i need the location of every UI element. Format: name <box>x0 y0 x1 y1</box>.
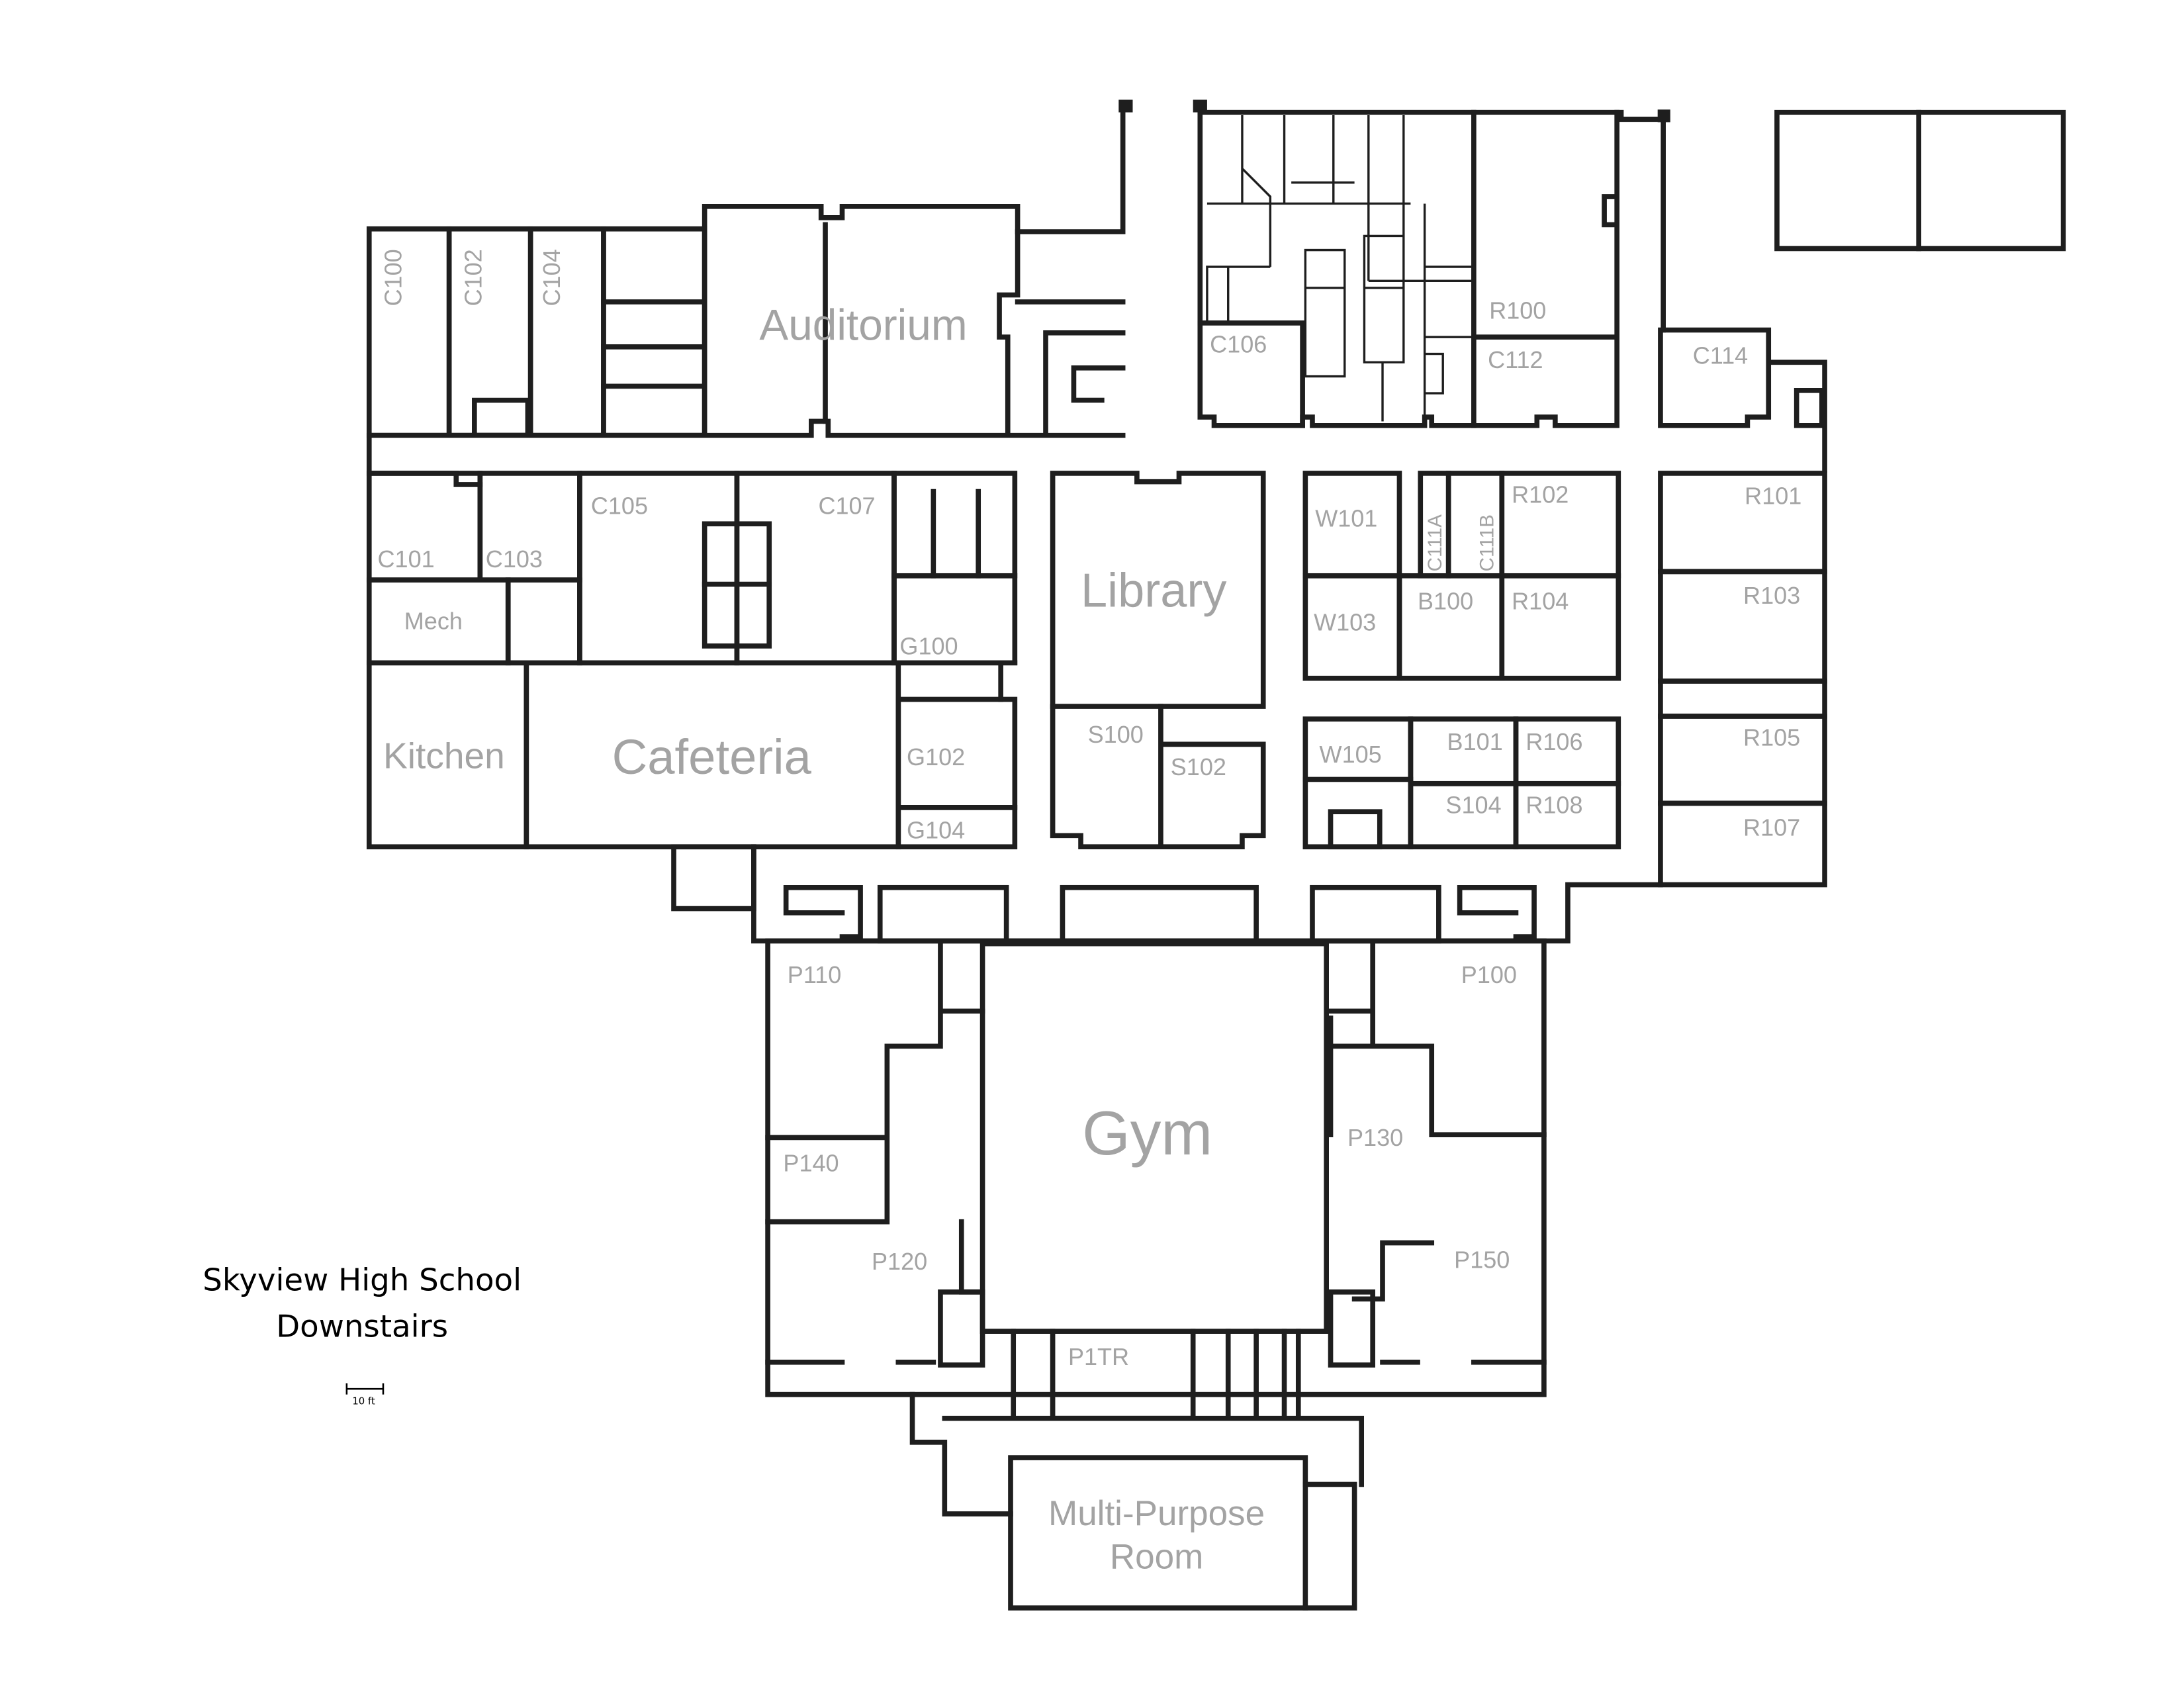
room-labels: C100 C102 C104 Auditorium C106 R100 C112… <box>378 249 1802 1576</box>
room-label: P120 <box>872 1248 927 1275</box>
room-label: Room <box>1110 1538 1203 1577</box>
room-label: Library <box>1081 564 1226 617</box>
room-label: C111B <box>1477 514 1498 571</box>
room-label: Kitchen <box>383 735 505 776</box>
title-line-2: Downstairs <box>276 1309 448 1345</box>
room-label: R101 <box>1745 483 1801 510</box>
scale-bar: 10 ft <box>345 1383 385 1407</box>
map-title: Skyview High School Downstairs <box>203 1263 522 1345</box>
room-label: S104 <box>1445 791 1501 818</box>
walls <box>366 99 2066 1611</box>
room-label: P100 <box>1461 961 1517 988</box>
room-label: C102 <box>459 249 486 306</box>
room-label: C111A <box>1424 514 1446 572</box>
room-label: C104 <box>538 249 565 306</box>
room-label: R104 <box>1512 588 1569 615</box>
room-label: S100 <box>1088 721 1144 748</box>
room-label: C103 <box>486 545 543 573</box>
room-label: C114 <box>1693 342 1748 369</box>
room-label: B100 <box>1418 588 1473 615</box>
room-label: R100 <box>1489 297 1546 324</box>
room-label: G102 <box>907 743 965 771</box>
room-label: R108 <box>1525 791 1582 818</box>
room-label: P150 <box>1454 1246 1510 1274</box>
room-label: P1TR <box>1068 1343 1129 1370</box>
room-label: C101 <box>378 545 435 573</box>
room-label: R107 <box>1743 814 1800 841</box>
room-label: C112 <box>1488 346 1543 373</box>
room-label: C107 <box>818 492 875 519</box>
room-label: R106 <box>1525 728 1582 755</box>
room-label: C100 <box>380 249 407 306</box>
room-label: R103 <box>1743 582 1800 609</box>
room-label: Gym <box>1082 1099 1212 1168</box>
room-label: Multi-Purpose <box>1048 1494 1265 1533</box>
room-label: W105 <box>1320 741 1382 768</box>
room-label: S102 <box>1171 753 1226 780</box>
scale-label: 10 ft <box>352 1395 375 1407</box>
room-label: W103 <box>1314 609 1376 636</box>
room-label: Cafeteria <box>612 729 812 784</box>
room-label: G100 <box>899 633 958 660</box>
room-label: P130 <box>1347 1124 1403 1151</box>
room-label: C105 <box>591 492 648 519</box>
room-label: G104 <box>907 817 965 844</box>
room-label: P140 <box>783 1149 839 1176</box>
room-label: C106 <box>1210 330 1267 357</box>
room-label: R105 <box>1743 724 1800 751</box>
room-label: Auditorium <box>759 300 967 349</box>
title-line-1: Skyview High School <box>203 1263 522 1299</box>
room-label: Mech <box>404 607 463 634</box>
room-label: P110 <box>788 961 842 988</box>
room-label: R102 <box>1512 481 1569 508</box>
room-label: B101 <box>1447 728 1503 755</box>
room-label: W101 <box>1315 505 1377 532</box>
